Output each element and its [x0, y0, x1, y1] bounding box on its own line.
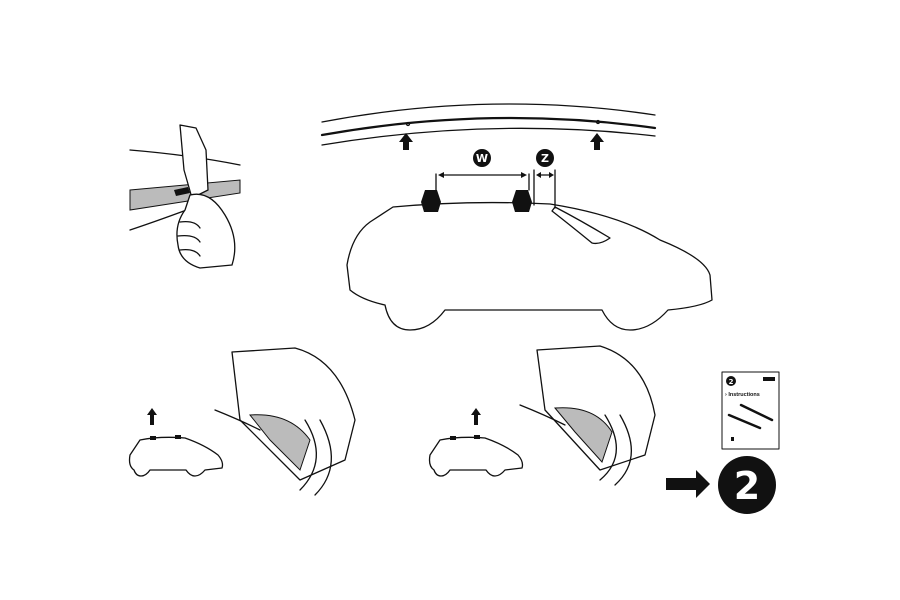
foot-placement-detail-2: [519, 345, 656, 486]
booklet-step-number: 2: [729, 378, 734, 386]
next-step-button[interactable]: 2: [718, 456, 776, 514]
mini-car-front-illustration: [128, 408, 224, 477]
booklet-title: › Instructions: [725, 392, 760, 398]
foot-placement-detail-1: [214, 347, 356, 496]
arrow-right-icon: [666, 470, 710, 498]
hand-detail-illustration: [129, 124, 241, 269]
w-label-badge: [473, 149, 491, 167]
w-label: W: [476, 152, 488, 165]
roof-foot: [512, 190, 532, 212]
car-side-illustration: W Z: [346, 149, 713, 331]
instructions-booklet: 2 › Instructions: [721, 371, 780, 450]
z-label: Z: [541, 152, 549, 165]
arrow-up-icon: [399, 133, 413, 150]
z-label-badge: [536, 149, 554, 167]
roof-rail-illustration: [320, 103, 657, 150]
arrow-up-icon: [590, 133, 604, 150]
mini-car-rear-illustration: [428, 408, 524, 477]
next-step-number: 2: [734, 464, 760, 508]
roof-foot: [421, 190, 441, 212]
